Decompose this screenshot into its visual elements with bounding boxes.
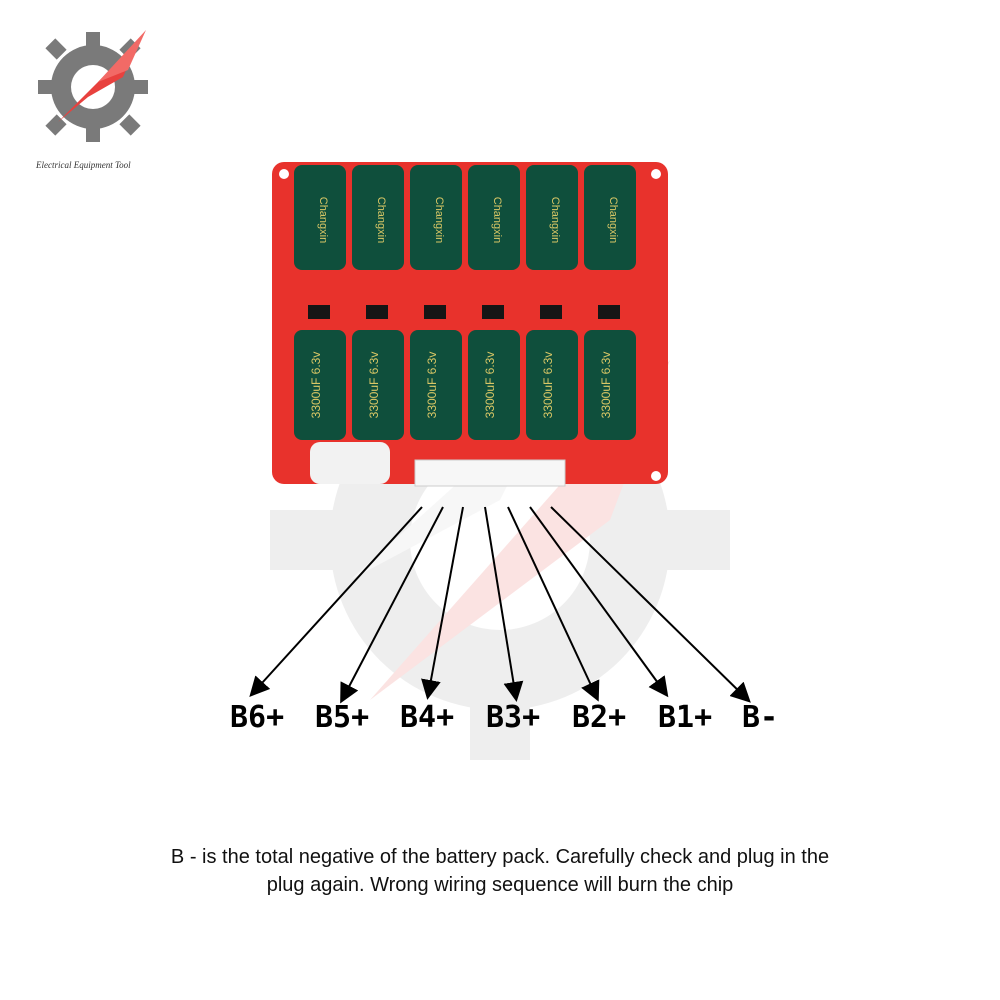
- mount-hole: [651, 169, 661, 179]
- capacitor-bottom: [294, 330, 346, 440]
- pin-label-b1-plus: B1+: [658, 700, 713, 735]
- ic-chip: [308, 305, 330, 319]
- capacitor-top: [584, 165, 636, 270]
- note-line-1: B - is the total negative of the battery…: [170, 846, 830, 868]
- capacitor-top: [294, 165, 346, 270]
- capacitor-top-marking: Changxin: [433, 197, 445, 243]
- ic-chip: [598, 305, 620, 319]
- capacitor-top-marking: Changxin: [317, 197, 329, 243]
- ic-chip: [366, 305, 388, 319]
- capacitor-top-marking: Changxin: [607, 197, 619, 243]
- brand-caption: Electrical Equipment Tool: [36, 160, 131, 170]
- wire-arrow: [421, 506, 464, 700]
- capacitor-bottom: [526, 330, 578, 440]
- wiring-warning-note: B - is the total negative of the battery…: [60, 843, 940, 899]
- note-line-2: plug again. Wrong wiring sequence will b…: [266, 874, 734, 896]
- ic-chip: [540, 305, 562, 319]
- mount-hole: [279, 169, 289, 179]
- capacitor-bottom-marking: 3300uF 6.3v: [425, 352, 439, 419]
- capacitor-bottom-marking: 3300uF 6.3v: [599, 352, 613, 419]
- capacitor-top-marking: Changxin: [491, 197, 503, 243]
- balance-connector: [414, 459, 566, 487]
- mount-hole: [651, 471, 661, 481]
- wire-arrow: [529, 506, 669, 698]
- capacitor-top-marking: Changxin: [549, 197, 561, 243]
- ic-chip: [482, 305, 504, 319]
- label-sticker: [310, 442, 390, 484]
- pin-label-b3-plus: B3+: [486, 700, 541, 735]
- capacitor-top: [410, 165, 462, 270]
- pin-label-b5-plus: B5+: [315, 700, 370, 735]
- wire-arrow: [507, 506, 600, 702]
- wire-arrow: [340, 506, 444, 704]
- pin-label-b6-plus: B6+: [230, 700, 285, 735]
- capacitor-top: [468, 165, 520, 270]
- capacitor-bottom-marking: 3300uF 6.3v: [483, 352, 497, 419]
- ic-chip: [424, 305, 446, 319]
- capacitor-top: [352, 165, 404, 270]
- wire-arrow: [550, 506, 751, 703]
- pin-label-row: B6+ B5+ B4+ B3+ B2+ B1+ B-: [222, 700, 802, 750]
- capacitor-bottom-marking: 3300uF 6.3v: [367, 352, 381, 419]
- capacitor-bottom: [468, 330, 520, 440]
- capacitor-top-marking: Changxin: [375, 197, 387, 243]
- balancer-board: Changxin 3300uF 6.3v Changxin 3300uF 6.3v Ch…: [272, 162, 668, 487]
- capacitor-bottom: [410, 330, 462, 440]
- capacitor-bottom: [584, 330, 636, 440]
- pin-label-b4-plus: B4+: [400, 700, 455, 735]
- gear-logo-icon: [38, 30, 148, 142]
- capacitor-bottom: [352, 330, 404, 440]
- capacitor-top: [526, 165, 578, 270]
- wire-arrow: [484, 506, 524, 702]
- pin-label-b2-plus: B2+: [572, 700, 627, 735]
- wire-arrow: [249, 506, 423, 697]
- capacitor-bottom-marking: 3300uF 6.3v: [309, 352, 323, 419]
- capacitor-bottom-marking: 3300uF 6.3v: [541, 352, 555, 419]
- pin-label-b-minus: B-: [742, 700, 779, 735]
